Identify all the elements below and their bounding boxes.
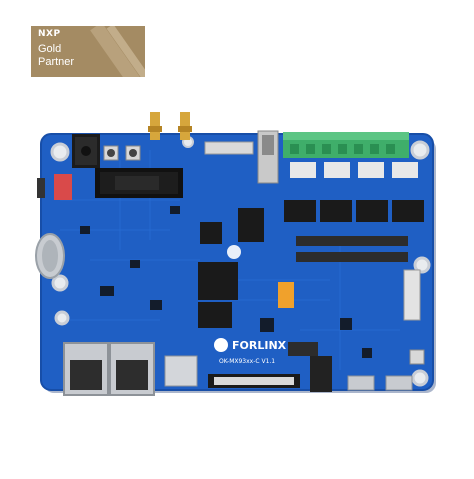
usb-c-port-1	[347, 375, 375, 391]
pcb-traces	[60, 150, 400, 370]
badge-gold-text: Gold	[38, 43, 62, 55]
forlinx-logo-text: FORLINX	[232, 339, 287, 352]
smd-components	[80, 206, 372, 358]
toggle-switch	[257, 130, 279, 184]
nxp-logo-text: NXP	[38, 29, 61, 39]
usb-c-port-2	[385, 375, 413, 391]
side-switch	[37, 178, 45, 198]
reset-button	[409, 349, 425, 365]
coin-cell-battery	[35, 233, 65, 279]
sma-antenna-connectors	[148, 112, 192, 140]
isolation-modules	[284, 162, 424, 222]
green-terminal-block	[283, 132, 409, 158]
sd-card-slot	[164, 355, 198, 387]
fpc-connector-top	[204, 141, 254, 155]
audio-jack	[288, 342, 318, 356]
board-model-text: OK-MX93xx-C V1.1	[219, 358, 275, 365]
audio-connector	[310, 356, 332, 392]
push-buttons	[103, 145, 141, 161]
forlinx-logo: FORLINX OK-MX93xx-C V1.1	[214, 338, 287, 365]
som-chips	[198, 208, 264, 328]
ethernet-ports	[63, 342, 155, 396]
m2-slot	[95, 168, 183, 198]
lcd-fpc-latch	[214, 377, 294, 385]
badge-partner-text: Partner	[38, 56, 75, 68]
nxp-gold-partner-badge: NXP Gold Partner	[31, 26, 145, 77]
pin-headers	[278, 236, 421, 321]
dc-power-jack	[72, 134, 100, 168]
mounting-holes	[50, 136, 431, 387]
dip-switch-red	[54, 174, 72, 200]
